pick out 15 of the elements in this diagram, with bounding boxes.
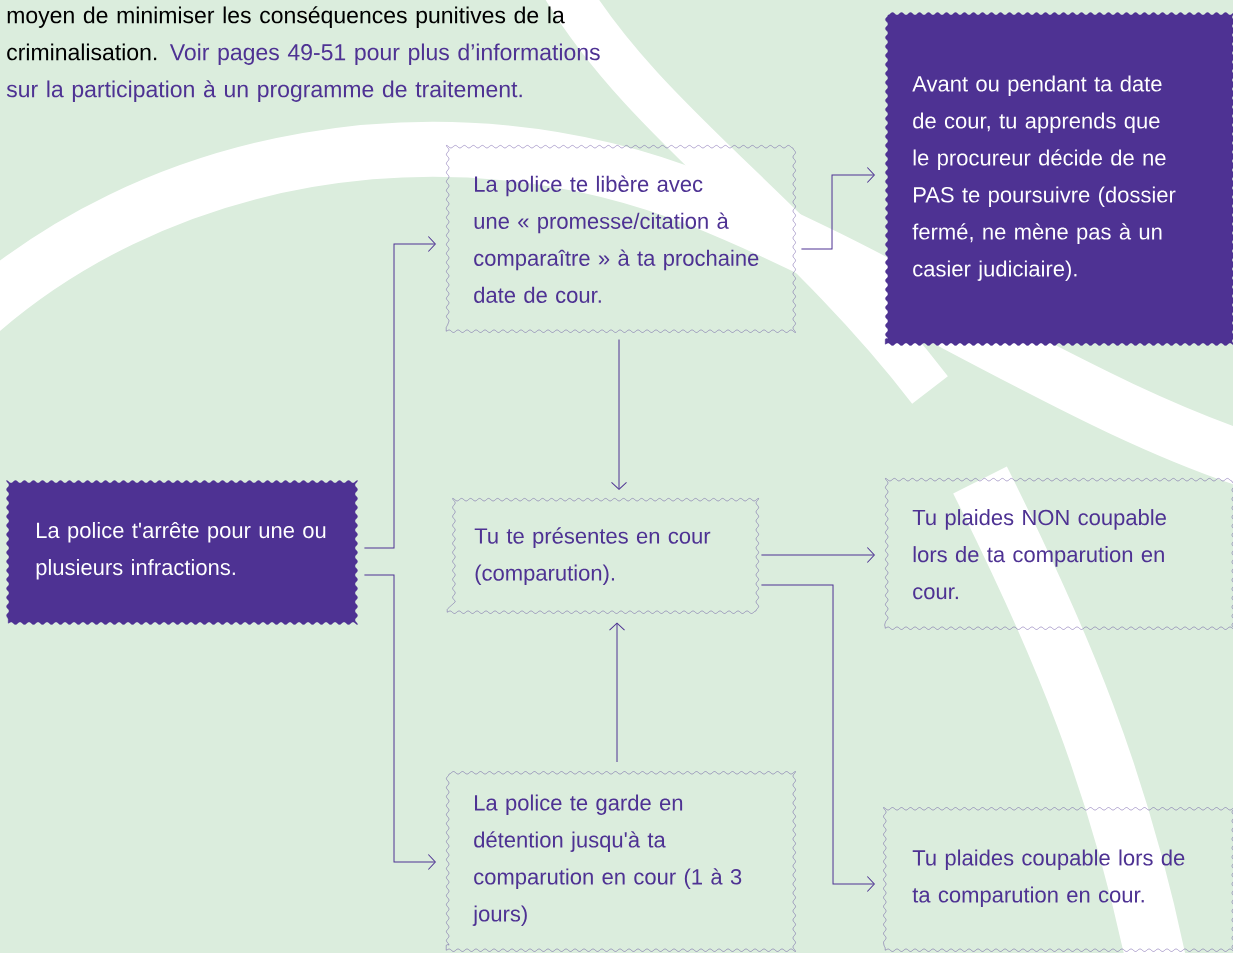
arrow [760,547,875,563]
arrow [760,584,875,892]
process-box: Avant ou pendant ta date de cour, tu apprends que le procureur décide de ne PAS te poursuivre (dossier fermé, ne mène pas à un casier judiciaire). [885,12,1233,346]
process-box: La police te libère avec une « promesse/citation à comparaître » à ta prochaine date de cour. [446,145,796,333]
arrow [609,622,625,763]
process-box: La police te garde en détention jusqu'à ta comparution en cour (1 à 3 jours) [446,771,796,952]
process-box: Tu te présentes en cour (comparution). [447,498,759,614]
note-text: moyen de minimiser les conséquences punitives de la criminalisation. Voir pages 49-51 pour plus d’informations sur la participation à un programme de traitement. [6,6,600,102]
process-box: Tu plaides NON coupable lors de ta comparution en cour. [884,478,1233,630]
process-box: Tu plaides coupable lors de ta comparution en cour. [883,807,1233,952]
process-box: La police t'arrête pour une ou plusieurs infractions. [6,480,358,625]
arrow [800,167,875,250]
arrow [611,338,627,490]
arrow [363,236,436,549]
arrow [363,574,436,870]
